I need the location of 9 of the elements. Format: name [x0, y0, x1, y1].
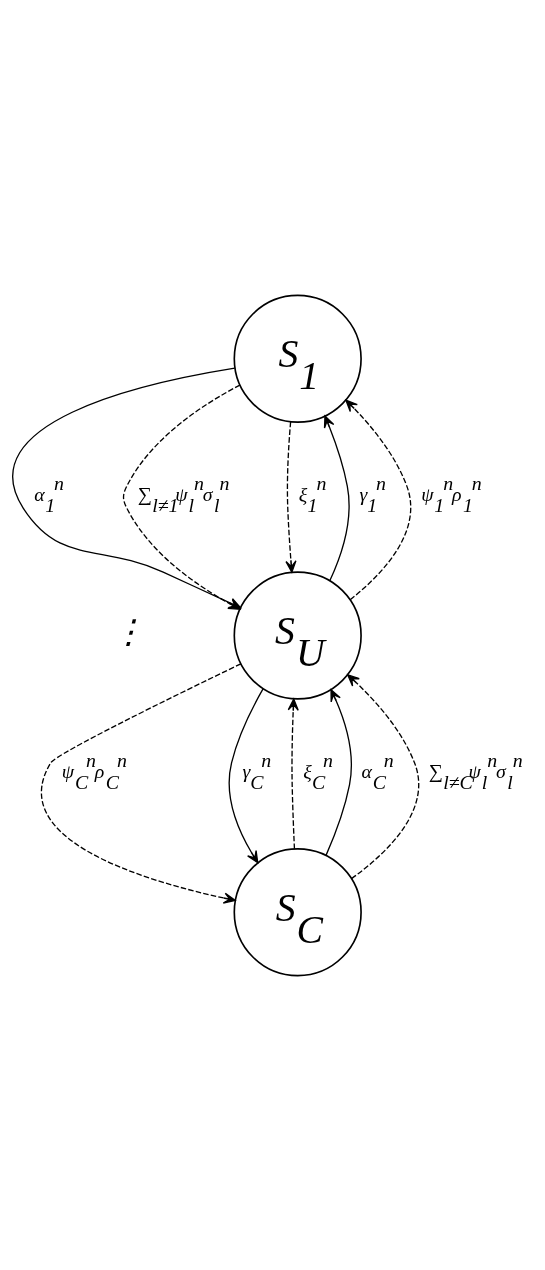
arrow [41, 662, 242, 904]
arrow [325, 688, 352, 856]
arrow [228, 687, 264, 863]
arrow [323, 414, 350, 581]
arrow [287, 697, 299, 849]
arrow [285, 420, 297, 573]
label: ⋮ [111, 613, 145, 650]
arrow [347, 673, 420, 879]
arrow [345, 399, 412, 600]
